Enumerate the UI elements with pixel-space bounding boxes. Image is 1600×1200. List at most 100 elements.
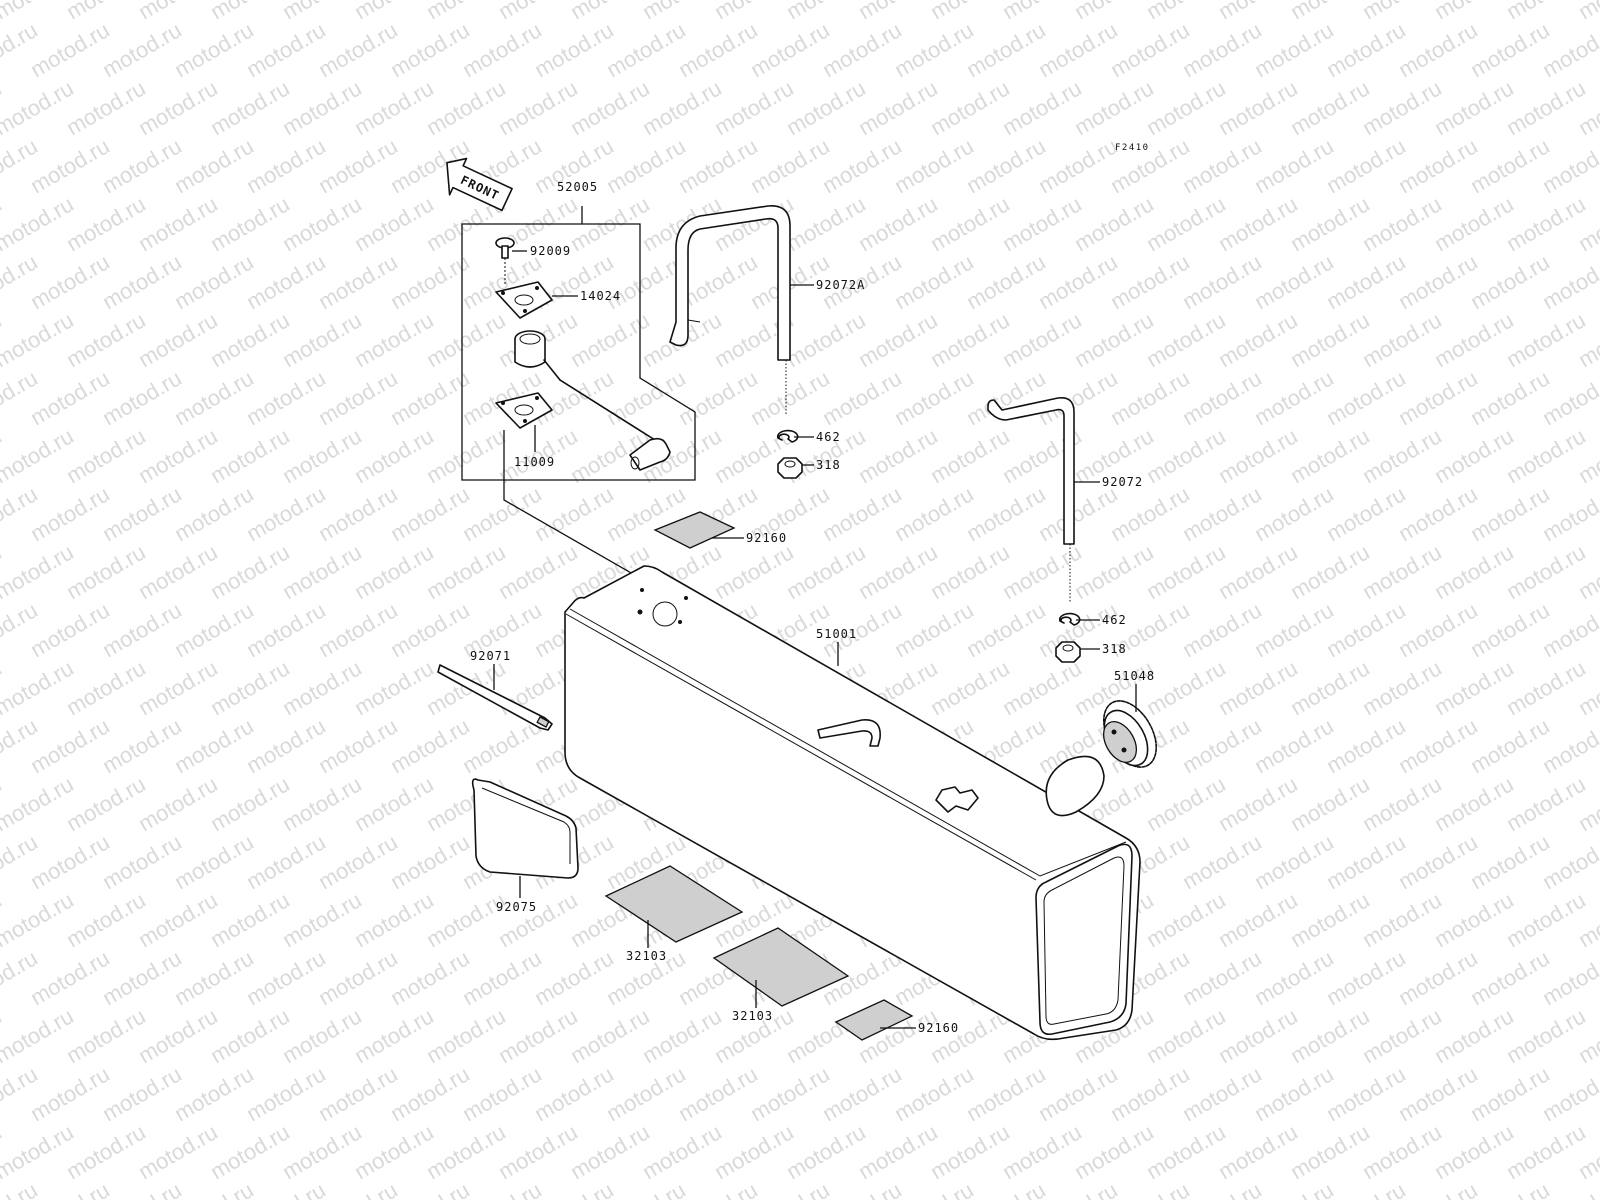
watermark-text: motod.ru (170, 365, 258, 430)
watermark-text: motod.ru (1286, 1003, 1374, 1068)
watermark-text: motod.ru (1142, 423, 1230, 488)
watermark-text: motod.ru (458, 481, 546, 546)
watermark-text: motod.ru (854, 307, 942, 372)
watermark-text: motod.ru (1034, 249, 1122, 314)
watermark-text: motod.ru (710, 1119, 798, 1184)
watermark-text: motod.ru (0, 655, 78, 720)
watermark-text: motod.ru (0, 1003, 78, 1068)
watermark-text: motod.ru (1466, 1061, 1554, 1126)
watermark-text: motod.ru (1322, 597, 1410, 662)
callout-92075: 92075 (496, 900, 537, 914)
watermark-text: motod.ru (1070, 75, 1158, 140)
watermark-text: motod.ru (494, 539, 582, 604)
watermark-text: motod.ru (350, 1003, 438, 1068)
gasket-plate-upper (495, 281, 553, 319)
rubber-pad-bottom-c (834, 999, 914, 1041)
watermark-text: motod.ru (1250, 365, 1338, 430)
watermark-text: motod.ru (566, 75, 654, 140)
watermark-text: motod.ru (746, 133, 834, 198)
watermark-text: motod.ru (1286, 191, 1374, 256)
watermark-text: motod.ru (350, 191, 438, 256)
watermark-text: motod.ru (1322, 945, 1410, 1010)
watermark-text: motod.ru (98, 249, 186, 314)
watermark-text: motod.ru (98, 365, 186, 430)
watermark-text: motod.ru (1394, 17, 1482, 82)
callout-92009: 92009 (530, 244, 571, 258)
watermark-text: motod.ru (566, 1003, 654, 1068)
watermark-text: motod.ru (422, 307, 510, 372)
callout-92071: 92071 (470, 649, 511, 663)
watermark-text: motod.ru (242, 713, 330, 778)
watermark-text: motod.ru (386, 829, 474, 894)
callout-92160-bottom: 92160 (918, 1021, 959, 1035)
watermark-text: motod.ru (1142, 655, 1230, 720)
watermark-text: motod.ru (1106, 365, 1194, 430)
watermark-text: motod.ru (1178, 597, 1266, 662)
watermark-text: motod.ru (98, 597, 186, 662)
watermark-text: motod.ru (1358, 1119, 1446, 1184)
watermark-text: motod.ru (1322, 481, 1410, 546)
watermark-text: motod.ru (206, 771, 294, 836)
watermark-text: motod.ru (1214, 423, 1302, 488)
watermark-text: motod.ru (1466, 713, 1554, 778)
watermark-text: motod.ru (458, 17, 546, 82)
watermark-text: motod.ru (0, 423, 78, 488)
watermark-text: motod.ru (1034, 365, 1122, 430)
watermark-text: motod.ru (422, 539, 510, 604)
watermark-text: motod.ru (1466, 945, 1554, 1010)
rubber-pad-side (471, 778, 579, 879)
watermark-text: motod.ru (1142, 887, 1230, 952)
watermark-text: motod.ru (1286, 655, 1374, 720)
watermark-text: motod.ru (26, 481, 114, 546)
watermark-text: motod.ru (1430, 191, 1518, 256)
watermark-text: motod.ru (1502, 655, 1590, 720)
watermark-text: motod.ru (1358, 655, 1446, 720)
watermark-text: motod.ru (782, 307, 870, 372)
watermark-text: motod.ru (62, 771, 150, 836)
watermark-text: motod.ru (386, 1061, 474, 1126)
watermark-text: motod.ru (818, 133, 906, 198)
watermark-text: motod.ru (1466, 249, 1554, 314)
watermark-text: motod.ru (1466, 133, 1554, 198)
watermark-text: motod.ru (674, 365, 762, 430)
watermark-text: motod.ru (998, 1119, 1086, 1184)
callout-92072A: 92072A (816, 278, 865, 292)
watermark-text: motod.ru (1430, 307, 1518, 372)
watermark-text: motod.ru (1322, 133, 1410, 198)
watermark-text: motod.ru (494, 1003, 582, 1068)
watermark-text: motod.ru (1250, 249, 1338, 314)
watermark-text: motod.ru (0, 307, 78, 372)
watermark-text: motod.ru (1070, 191, 1158, 256)
watermark-text: motod.ru (1322, 713, 1410, 778)
watermark-text: motod.ru (170, 713, 258, 778)
watermark-text: motod.ru (62, 307, 150, 372)
watermark-text: motod.ru (1466, 829, 1554, 894)
watermark-text: motod.ru (1538, 597, 1600, 662)
watermark-text: motod.ru (602, 1061, 690, 1126)
watermark-text: motod.ru (0, 191, 78, 256)
watermark-text: motod.ru (494, 75, 582, 140)
watermark-text: motod.ru (1214, 655, 1302, 720)
watermark-text: motod.ru (314, 133, 402, 198)
watermark-text: motod.ru (134, 655, 222, 720)
callout-32103-b: 32103 (732, 1009, 773, 1023)
watermark-text: motod.ru (170, 597, 258, 662)
watermark-text: motod.ru (1430, 655, 1518, 720)
watermark-text: motod.ru (638, 1119, 726, 1184)
callout-462-b: 462 (1102, 613, 1127, 627)
watermark-text: motod.ru (1286, 423, 1374, 488)
watermark-text: motod.ru (134, 75, 222, 140)
watermark-text: motod.ru (62, 1003, 150, 1068)
watermark-text: motod.ru (1214, 1119, 1302, 1184)
watermark-text: motod.ru (206, 423, 294, 488)
watermark-text: motod.ru (26, 17, 114, 82)
watermark-text: motod.ru (62, 887, 150, 952)
watermark-text: motod.ru (278, 539, 366, 604)
watermark-text: motod.ru (1142, 771, 1230, 836)
watermark-text: motod.ru (1430, 75, 1518, 140)
fuel-sender-unit (514, 330, 671, 471)
watermark-text: motod.ru (314, 17, 402, 82)
rubber-pad-top (653, 511, 736, 549)
watermark-text: motod.ru (314, 713, 402, 778)
